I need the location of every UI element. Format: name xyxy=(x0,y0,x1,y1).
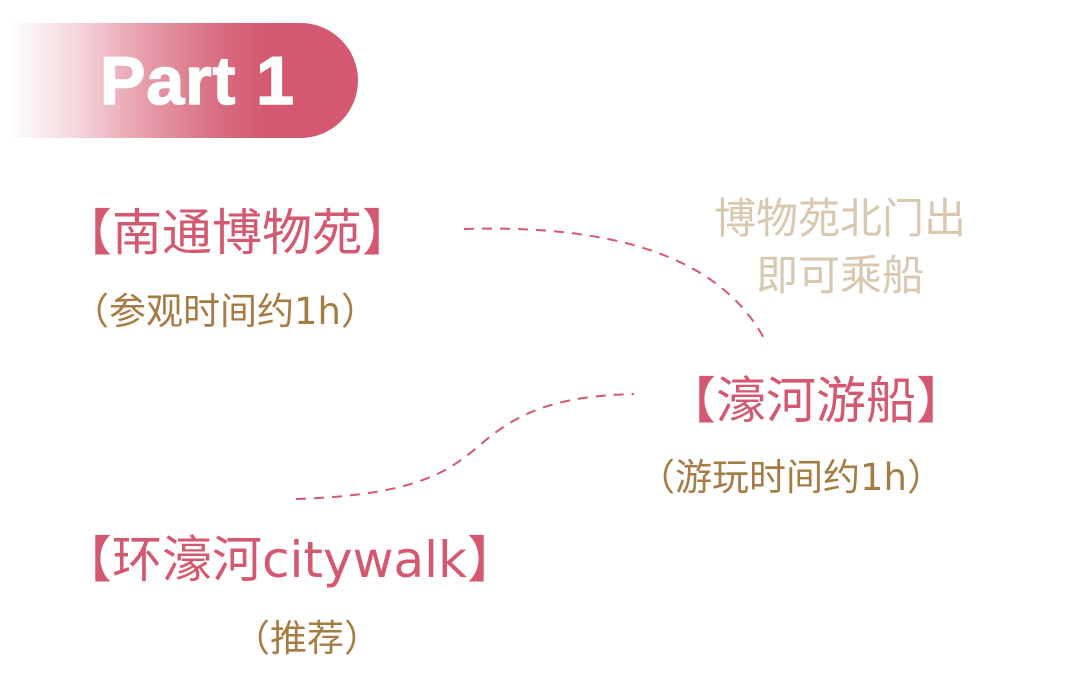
boarding-note-line-2: 即可乘船 xyxy=(755,251,924,300)
boarding-note: 博物苑北门出 即可乘船 xyxy=(690,190,990,304)
part-title: Part 1 xyxy=(99,43,295,119)
stop-subtitle-boat: （游玩时间约1h） xyxy=(638,456,944,499)
stop-subtitle-citywalk: （推荐） xyxy=(233,617,381,660)
stop-title-museum: 【南通博物苑】 xyxy=(62,204,412,262)
boarding-note-line-1: 博物苑北门出 xyxy=(713,194,966,243)
connector-boat-to-citywalk xyxy=(295,393,635,500)
stop-title-boat: 【濠河游船】 xyxy=(666,372,966,430)
stop-title-citywalk: 【环濠河citywalk】 xyxy=(62,531,517,589)
stop-subtitle-museum: （参观时间约1h） xyxy=(72,290,378,333)
part-banner xyxy=(8,23,358,138)
